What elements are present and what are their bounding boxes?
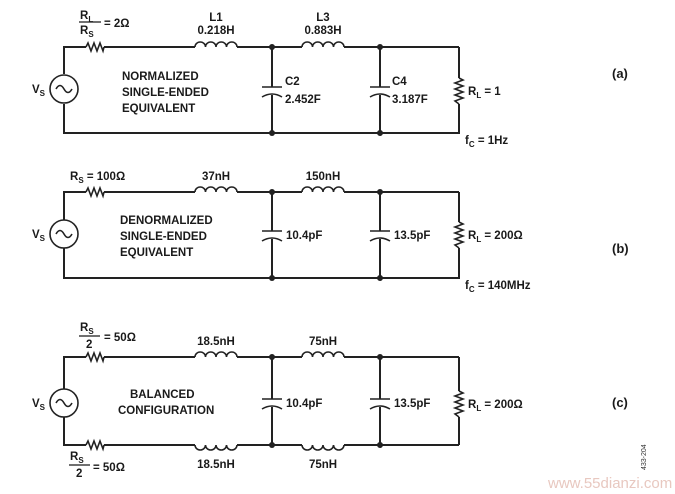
l1-name: L1 <box>209 12 223 24</box>
l1-bottom-value: 18.5nH <box>197 459 235 471</box>
source-label: VS <box>32 229 46 243</box>
inductor-l3-top <box>301 351 345 358</box>
wire <box>63 417 86 446</box>
load-resistor-label: RL = 1 <box>468 86 501 100</box>
junction-dot <box>377 354 383 360</box>
figure-tag-c: (c) <box>612 395 628 410</box>
watermark: www.55dianzi.com <box>547 475 672 492</box>
description-line-1: DENORMALIZED <box>120 215 213 227</box>
l3-bottom-value: 75nH <box>309 459 337 471</box>
description-line-1: NORMALIZED <box>122 71 199 83</box>
circuit-a: VS RL RS = 2Ω L1 0.218H L3 0.883H C2 2.4… <box>32 10 628 149</box>
figure-id: 433-204 <box>641 444 648 470</box>
cutoff-frequency: fC = 140MHz <box>465 280 531 294</box>
c4-value: 3.187F <box>392 94 428 106</box>
capacitor-c2 <box>261 86 283 98</box>
ac-source-icon <box>49 74 79 104</box>
junction-dot <box>377 442 383 448</box>
junction-dot <box>377 275 383 281</box>
capacitor-c4 <box>369 86 391 98</box>
bottom-r-denominator: 2 <box>76 468 82 480</box>
inductor-l3-bottom <box>301 444 345 451</box>
description-line-1: BALANCED <box>130 389 195 401</box>
l1-value: 37nH <box>202 171 230 183</box>
sine-icon <box>55 84 73 94</box>
c2-name: C2 <box>285 76 300 88</box>
junction-dot <box>377 44 383 50</box>
c2-value: 10.4pF <box>286 230 322 242</box>
wire <box>63 46 86 74</box>
sine-icon <box>55 229 73 239</box>
load-resistor-label: RL = 200Ω <box>468 230 523 244</box>
top-r-value: = 50Ω <box>104 332 136 344</box>
wire <box>63 356 86 389</box>
inductor-l1 <box>194 41 238 48</box>
top-r-denominator: 2 <box>86 339 92 351</box>
rl-over-rs-denominator: RS <box>80 25 94 39</box>
top-series-resistor <box>85 350 105 364</box>
inductor-l1 <box>194 186 238 193</box>
description-line-2: CONFIGURATION <box>118 405 214 417</box>
junction-dot <box>377 130 383 136</box>
junction-dot <box>269 44 275 50</box>
series-resistor <box>85 40 105 54</box>
capacitor-c4 <box>369 398 391 410</box>
figure-tag-b: (b) <box>612 241 629 256</box>
capacitor-c2 <box>261 398 283 410</box>
wire <box>63 191 86 220</box>
description-line-2: SINGLE-ENDED <box>122 87 209 99</box>
series-resistor-label: RS = 100Ω <box>70 171 125 185</box>
description-line-2: SINGLE-ENDED <box>120 231 207 243</box>
ac-source-icon <box>49 219 79 249</box>
junction-dot <box>269 442 275 448</box>
bottom-r-numerator: RS <box>70 451 84 465</box>
inductor-l3 <box>301 186 345 193</box>
c4-name: C4 <box>392 76 407 88</box>
series-resistor <box>85 185 105 199</box>
junction-dot <box>269 189 275 195</box>
junction-dot <box>269 275 275 281</box>
junction-dot <box>377 189 383 195</box>
wire <box>63 248 460 279</box>
l1-value: 0.218H <box>197 25 234 37</box>
description-line-3: EQUIVALENT <box>120 247 193 259</box>
load-resistor <box>452 390 466 418</box>
load-resistor <box>452 77 466 105</box>
wire <box>63 104 460 134</box>
inductor-l1-bottom <box>194 444 238 451</box>
load-resistor <box>452 221 466 249</box>
l3-name: L3 <box>316 12 329 24</box>
l3-value: 150nH <box>306 171 341 183</box>
junction-dot <box>269 354 275 360</box>
circuit-c: VS RS 2 = 50Ω RS 2 = 50Ω 18.5nH 75nH 18.… <box>32 322 628 480</box>
c4-value: 13.5pF <box>394 230 430 242</box>
figure-tag-a: (a) <box>612 66 628 81</box>
l3-top-value: 75nH <box>309 336 337 348</box>
top-r-numerator: RS <box>80 322 94 336</box>
inductor-l3 <box>301 41 345 48</box>
l3-value: 0.883H <box>304 25 341 37</box>
l1-top-value: 18.5nH <box>197 336 235 348</box>
circuit-b: VS RS = 100Ω 37nH 150nH 10.4pF 13.5pF RL… <box>32 171 629 294</box>
source-label: VS <box>32 398 46 412</box>
series-resistor-value: = 2Ω <box>104 18 130 30</box>
description-line-3: EQUIVALENT <box>122 103 195 115</box>
inductor-l1-top <box>194 351 238 358</box>
rl-over-rs-numerator: RL <box>80 10 93 24</box>
c4-value: 13.5pF <box>394 398 430 410</box>
bottom-series-resistor <box>85 438 105 452</box>
source-label: VS <box>32 84 46 98</box>
c2-value: 2.452F <box>285 94 321 106</box>
junction-dot <box>269 130 275 136</box>
capacitor-c4 <box>369 230 391 242</box>
load-resistor-label: RL = 200Ω <box>468 399 523 413</box>
bottom-r-value: = 50Ω <box>93 462 125 474</box>
cutoff-frequency: fC = 1Hz <box>465 135 508 149</box>
ac-source-icon <box>49 388 79 418</box>
capacitor-c2 <box>261 230 283 242</box>
c2-value: 10.4pF <box>286 398 322 410</box>
sine-icon <box>55 398 73 408</box>
